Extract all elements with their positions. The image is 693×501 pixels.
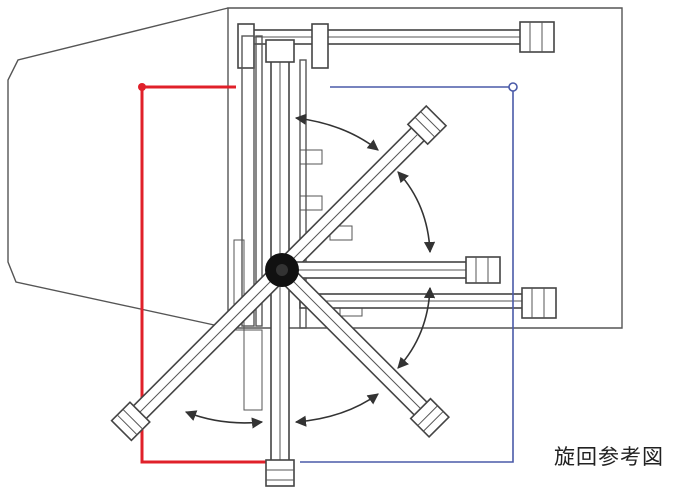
machine-body-outline [7, 7, 623, 329]
frame-rails [233, 35, 363, 411]
right-reach-line [300, 82, 518, 463]
boom-down-right [274, 262, 451, 439]
rotation-arrows [184, 113, 436, 429]
boom-horizontal [281, 256, 501, 284]
rotation-arrow [397, 171, 436, 254]
rotation-arrow [294, 393, 379, 427]
boom-down-left [110, 262, 290, 442]
diagram-caption: 旋回参考図 [554, 445, 664, 469]
rotation-arrow [397, 286, 436, 369]
left-reach-line [138, 83, 268, 464]
rotation-arrow [294, 113, 379, 151]
swivel-hub-icon [265, 253, 299, 287]
rotation-arrow [184, 410, 264, 429]
boom-up-right [274, 104, 448, 278]
